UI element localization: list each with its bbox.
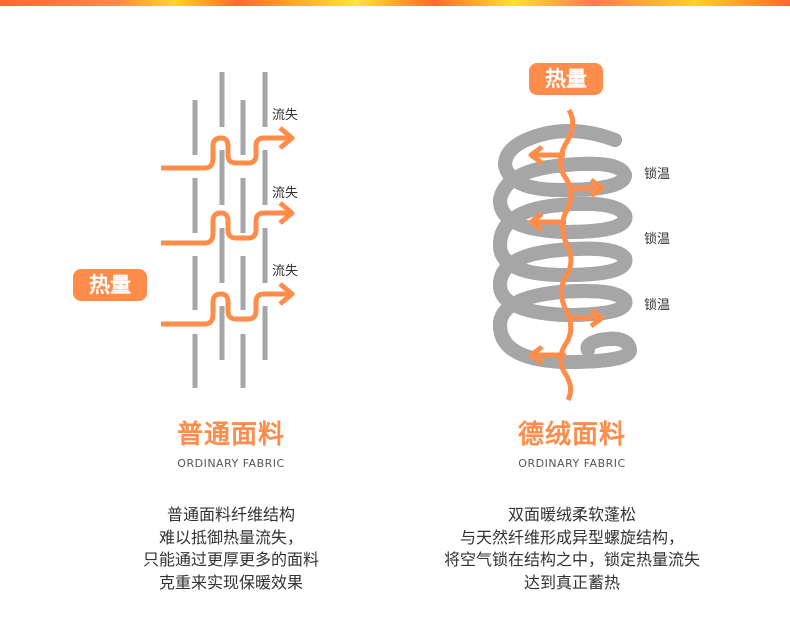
loss-label: 流失 xyxy=(272,186,299,201)
heat-badge-left: 热量 xyxy=(73,269,147,301)
desc-line: 克重来实现保暖效果 xyxy=(158,572,303,592)
dewool-fabric-title: 德绒面料 xyxy=(517,420,626,450)
desc-line: 双面暖绒柔软蓬松 xyxy=(507,505,636,524)
lock-label: 锁温 xyxy=(644,167,671,182)
flame-banner xyxy=(0,0,790,6)
fiber-bars xyxy=(192,72,268,388)
lock-label: 锁温 xyxy=(644,298,671,313)
dewool-fabric-description: 双面暖绒柔软蓬松 与天然纤维形成异型螺旋结构， 将空气锁在结构之中，锁定热量流失… xyxy=(392,504,752,594)
desc-line: 将空气锁在结构之中，锁定热量流失 xyxy=(443,550,700,569)
desc-line: 难以抵御热量流失， xyxy=(158,527,303,547)
dewool-fabric-subtitle: ORDINARY FABRIC xyxy=(518,457,626,470)
heat-badge-right: 热量 xyxy=(529,63,603,95)
desc-line: 达到真正蓄热 xyxy=(523,572,620,592)
loss-label: 流失 xyxy=(272,264,299,279)
heat-loss-arrows xyxy=(161,126,295,327)
desc-line: 与天然纤维形成异型螺旋结构， xyxy=(459,527,684,547)
heat-core xyxy=(528,108,605,402)
loss-label: 流失 xyxy=(272,108,299,123)
ordinary-fabric-description: 普通面料纤维结构 难以抵御热量流失， 只能通过更厚更多的面料 克重来实现保暖效果 xyxy=(51,504,411,594)
loss-arrow-1 xyxy=(161,126,295,171)
ordinary-fabric-subtitle: ORDINARY FABRIC xyxy=(177,457,285,470)
ordinary-fabric-title: 普通面料 xyxy=(176,420,285,450)
desc-line: 只能通过更厚更多的面料 xyxy=(142,550,319,569)
desc-line: 普通面料纤维结构 xyxy=(166,505,295,524)
lock-label: 锁温 xyxy=(644,232,671,247)
loss-arrow-3 xyxy=(161,282,295,327)
loss-arrow-2 xyxy=(161,201,295,246)
